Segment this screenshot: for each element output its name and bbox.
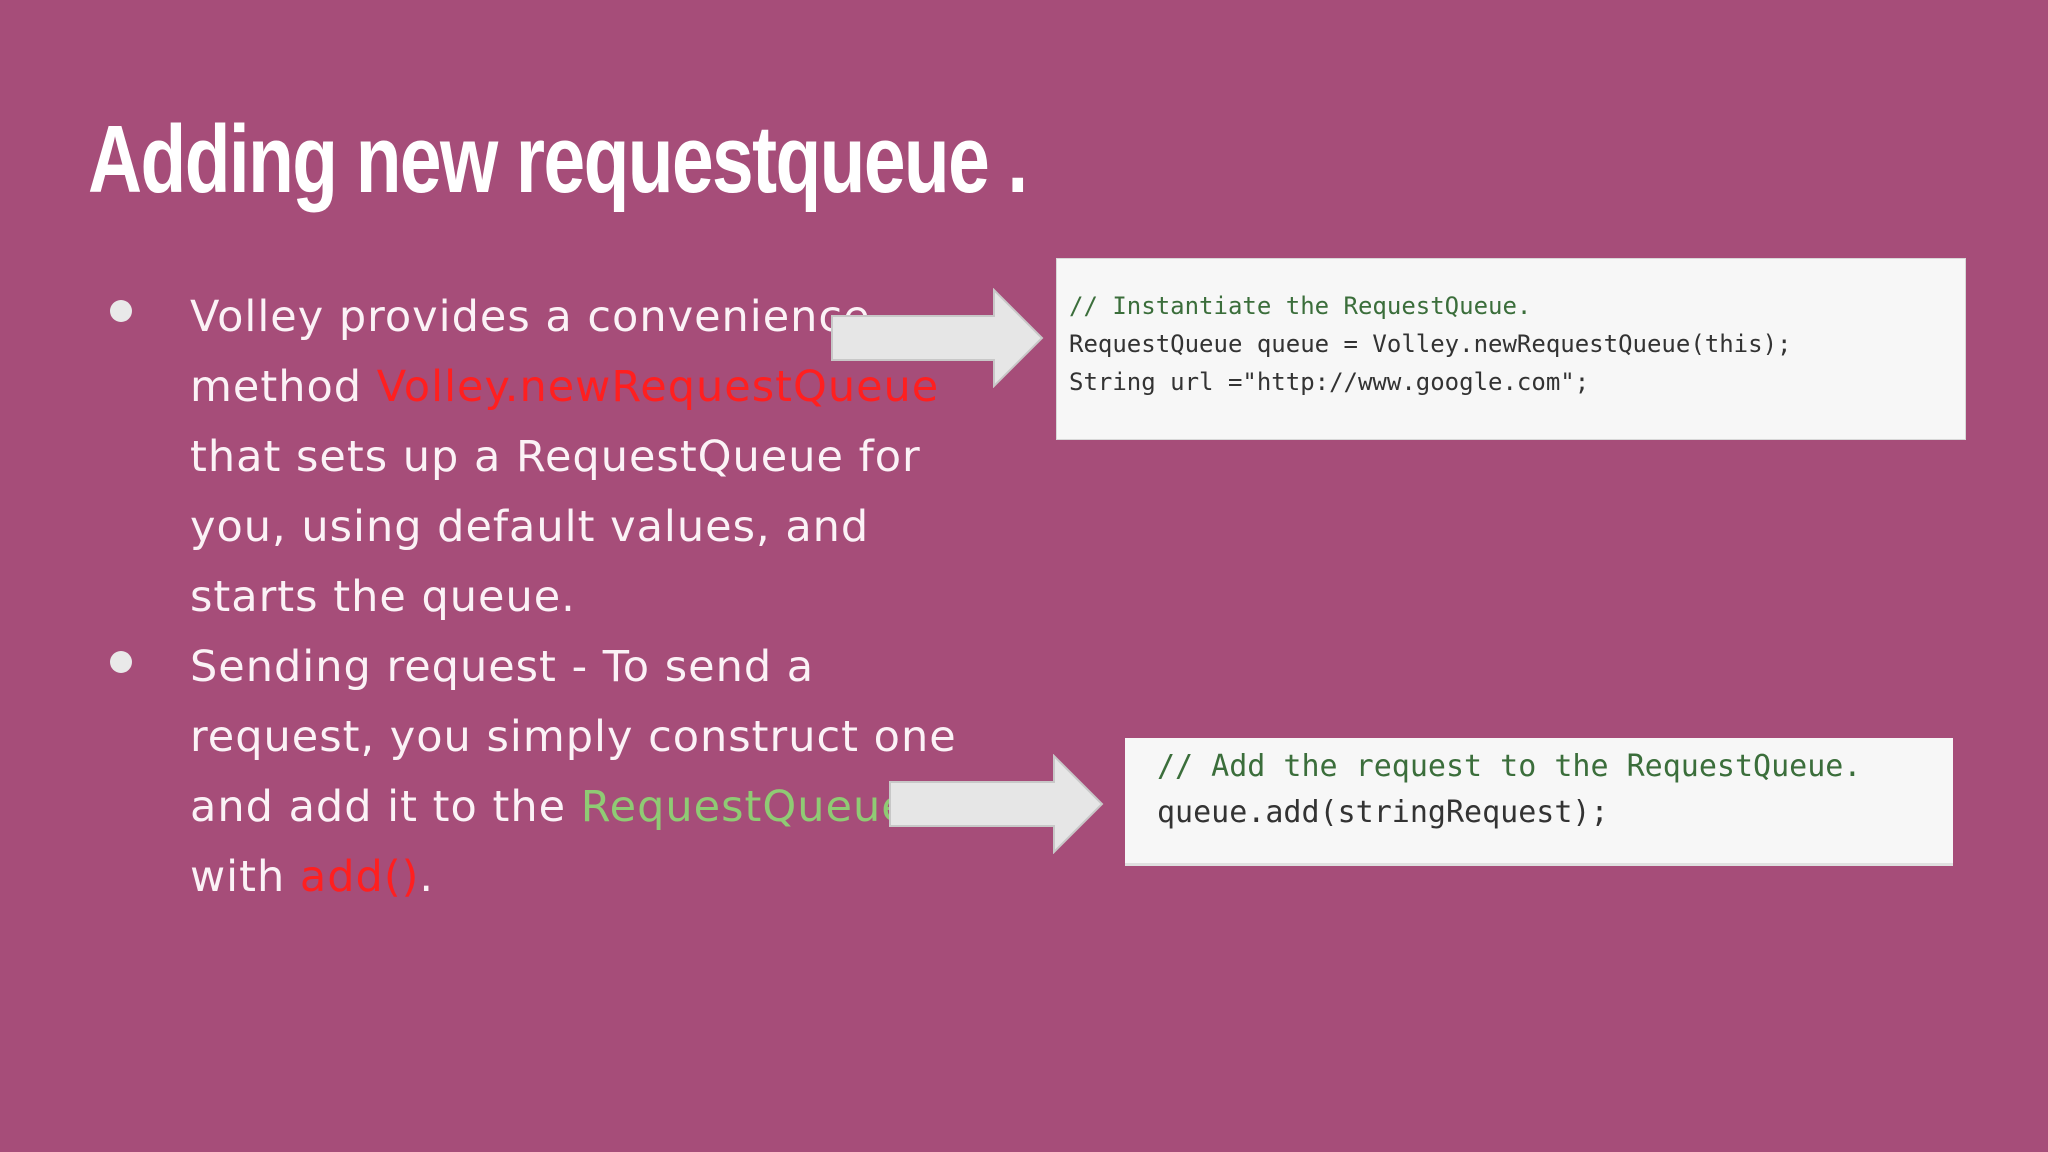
bullet-dot: [110, 300, 132, 322]
code-line: String url ="http://www.google.com";: [1069, 368, 1590, 396]
text-run: Volley provides a convenience: [190, 292, 871, 342]
bullet-line: you, using default values, and: [190, 492, 957, 562]
text-run: starts the queue.: [190, 572, 576, 622]
bullet-line: request, you simply construct one: [190, 702, 957, 772]
bullet-line: that sets up a RequestQueue for: [190, 422, 957, 492]
bullet-dot: [110, 651, 132, 673]
bullet-line: and add it to the RequestQueue: [190, 772, 957, 842]
text-run: that sets up a RequestQueue for: [190, 432, 921, 482]
slide-title: Adding new requestqueue .: [88, 106, 1028, 213]
bullet-line: with add().: [190, 842, 957, 912]
arrow-right-icon: [831, 288, 1044, 388]
bullet-text: Volley provides a convenience method Voll…: [190, 282, 957, 912]
highlighted-term: Volley.newRequestQueue: [376, 362, 940, 412]
code-line: RequestQueue queue = Volley.newRequestQu…: [1069, 330, 1792, 358]
code-comment: // Add the request to the RequestQueue.: [1157, 749, 1862, 784]
text-run: .: [419, 852, 435, 902]
text-run: method: [190, 362, 377, 412]
code-comment: // Instantiate the RequestQueue.: [1069, 292, 1532, 320]
bullet-line: starts the queue.: [190, 562, 957, 632]
arrow-right-icon: [889, 754, 1104, 854]
code-block-add-request: // Add the request to the RequestQueue. …: [1125, 738, 1953, 866]
bullet-line: Sending request - To send a: [190, 632, 957, 702]
bullet-line: Volley provides a convenience: [190, 282, 957, 352]
text-run: and add it to the: [190, 782, 581, 832]
code-block-instantiate: // Instantiate the RequestQueue. Request…: [1056, 258, 1966, 440]
highlighted-term: add(): [299, 852, 420, 902]
text-run: request, you simply construct one: [190, 712, 957, 762]
text-run: you, using default values, and: [190, 502, 870, 552]
code-line: queue.add(stringRequest);: [1157, 795, 1609, 830]
text-run: with: [190, 852, 300, 902]
bullet-line: method Volley.newRequestQueue: [190, 352, 957, 422]
text-run: Sending request - To send a: [190, 642, 815, 692]
highlighted-term: RequestQueue: [580, 782, 909, 832]
